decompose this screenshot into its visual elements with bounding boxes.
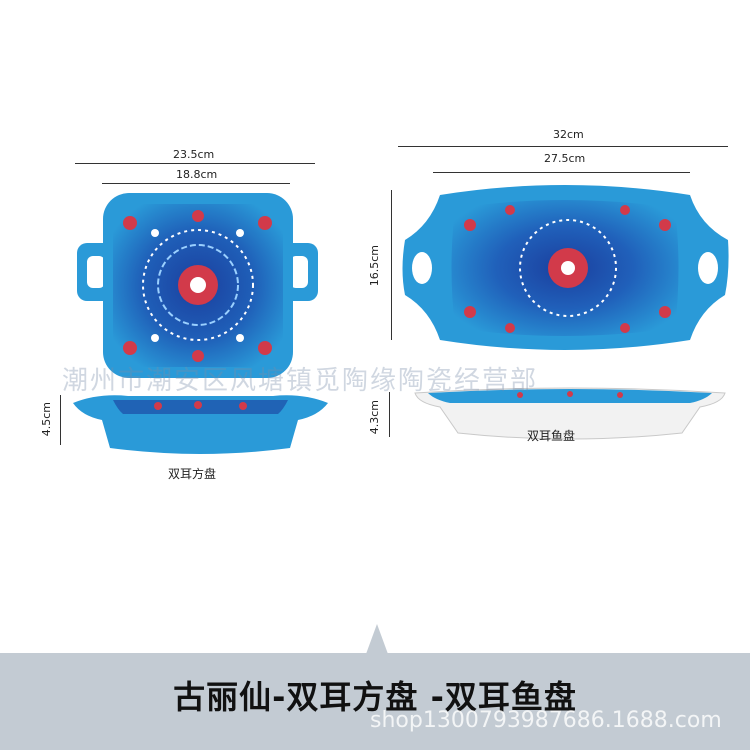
left-product-caption: 双耳方盘: [168, 467, 217, 481]
title-banner: [0, 653, 750, 750]
right-height-dimension-line: [389, 392, 390, 437]
left-height-dimension-line: [60, 395, 61, 445]
right-height-label: 4.3cm: [368, 400, 381, 435]
right-depth-dimension-line: [391, 190, 392, 340]
fish-dish-side-view: [414, 387, 726, 440]
left-outer-width-label: 23.5cm: [173, 148, 215, 161]
shop-url: shop1300793987686.1688.com: [370, 708, 722, 733]
fish-dish-top-view: [402, 185, 729, 350]
left-inner-dimension-line: [102, 183, 290, 184]
right-outer-width-label: 32cm: [553, 128, 584, 141]
square-dish-top-view: [77, 193, 318, 378]
fish-left-handle-hole: [412, 252, 432, 284]
right-outer-dimension-line: [398, 146, 728, 147]
right-inner-dimension-line: [433, 172, 690, 173]
fish-right-handle-hole: [698, 252, 718, 284]
banner-pointer: [366, 624, 388, 654]
right-inner-width-label: 27.5cm: [544, 152, 586, 165]
right-depth-label: 16.5cm: [368, 245, 381, 287]
right-product-caption: 双耳鱼盘: [527, 429, 576, 443]
square-dish-side-view: [73, 395, 328, 454]
product-title: 古丽仙-双耳方盘 -双耳鱼盘: [173, 678, 577, 716]
left-outer-dimension-line: [75, 163, 315, 164]
watermark-text: 潮州市潮安区风塘镇觅陶缘陶瓷经营部: [62, 366, 539, 396]
left-height-label: 4.5cm: [40, 402, 53, 437]
left-inner-width-label: 18.8cm: [176, 168, 218, 181]
